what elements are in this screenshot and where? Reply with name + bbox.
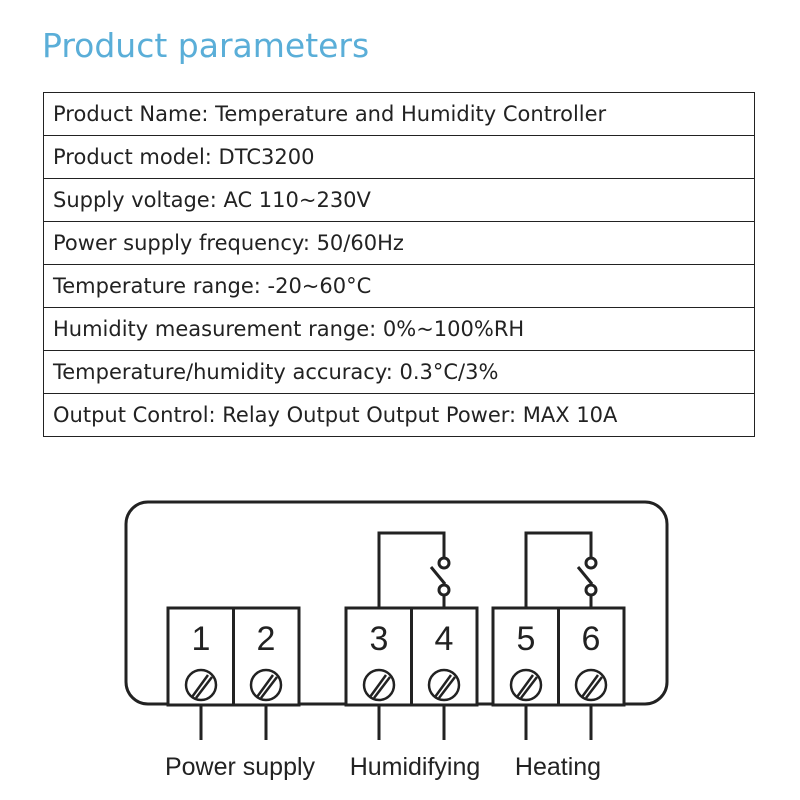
param-temperature-range: Temperature range: -20~60°C <box>43 264 755 308</box>
terminal-number-2: 2 <box>257 620 276 658</box>
screw-icon <box>509 668 543 702</box>
table-row: Product Name: Temperature and Humidity C… <box>43 92 755 136</box>
lead-wires <box>199 705 593 740</box>
relay-switch-humidifying <box>377 531 451 608</box>
page-title: Product parameters <box>42 26 370 65</box>
param-supply-voltage: Supply voltage: AC 110~230V <box>43 178 755 222</box>
param-humidity-range: Humidity measurement range: 0%~100%RH <box>43 307 755 351</box>
relay-switch-heating <box>524 531 598 608</box>
screw-icon <box>427 668 461 702</box>
table-row: Output Control: Relay Output Output Powe… <box>43 393 755 437</box>
parameters-table: Product Name: Temperature and Humidity C… <box>43 92 755 437</box>
terminal-number-3: 3 <box>370 620 389 658</box>
param-output-control: Output Control: Relay Output Output Powe… <box>43 393 755 437</box>
table-row: Power supply frequency: 50/60Hz <box>43 221 755 265</box>
table-row: Supply voltage: AC 110~230V <box>43 178 755 222</box>
param-accuracy: Temperature/humidity accuracy: 0.3°C/3% <box>43 350 755 394</box>
table-row: Temperature range: -20~60°C <box>43 264 755 308</box>
table-row: Temperature/humidity accuracy: 0.3°C/3% <box>43 350 755 394</box>
terminal-number-1: 1 <box>192 620 211 658</box>
label-power-supply: Power supply <box>165 753 316 781</box>
screw-icon <box>574 668 608 702</box>
param-frequency: Power supply frequency: 50/60Hz <box>43 221 755 265</box>
terminal-number-4: 4 <box>435 620 454 658</box>
screw-icon <box>249 668 283 702</box>
label-humidifying: Humidifying <box>350 753 481 781</box>
label-heating: Heating <box>515 753 601 781</box>
param-product-name: Product Name: Temperature and Humidity C… <box>43 92 755 136</box>
terminal-number-5: 5 <box>517 620 536 658</box>
terminal-number-6: 6 <box>582 620 601 658</box>
screw-icon <box>362 668 396 702</box>
table-row: Humidity measurement range: 0%~100%RH <box>43 307 755 351</box>
screw-icon <box>184 668 218 702</box>
